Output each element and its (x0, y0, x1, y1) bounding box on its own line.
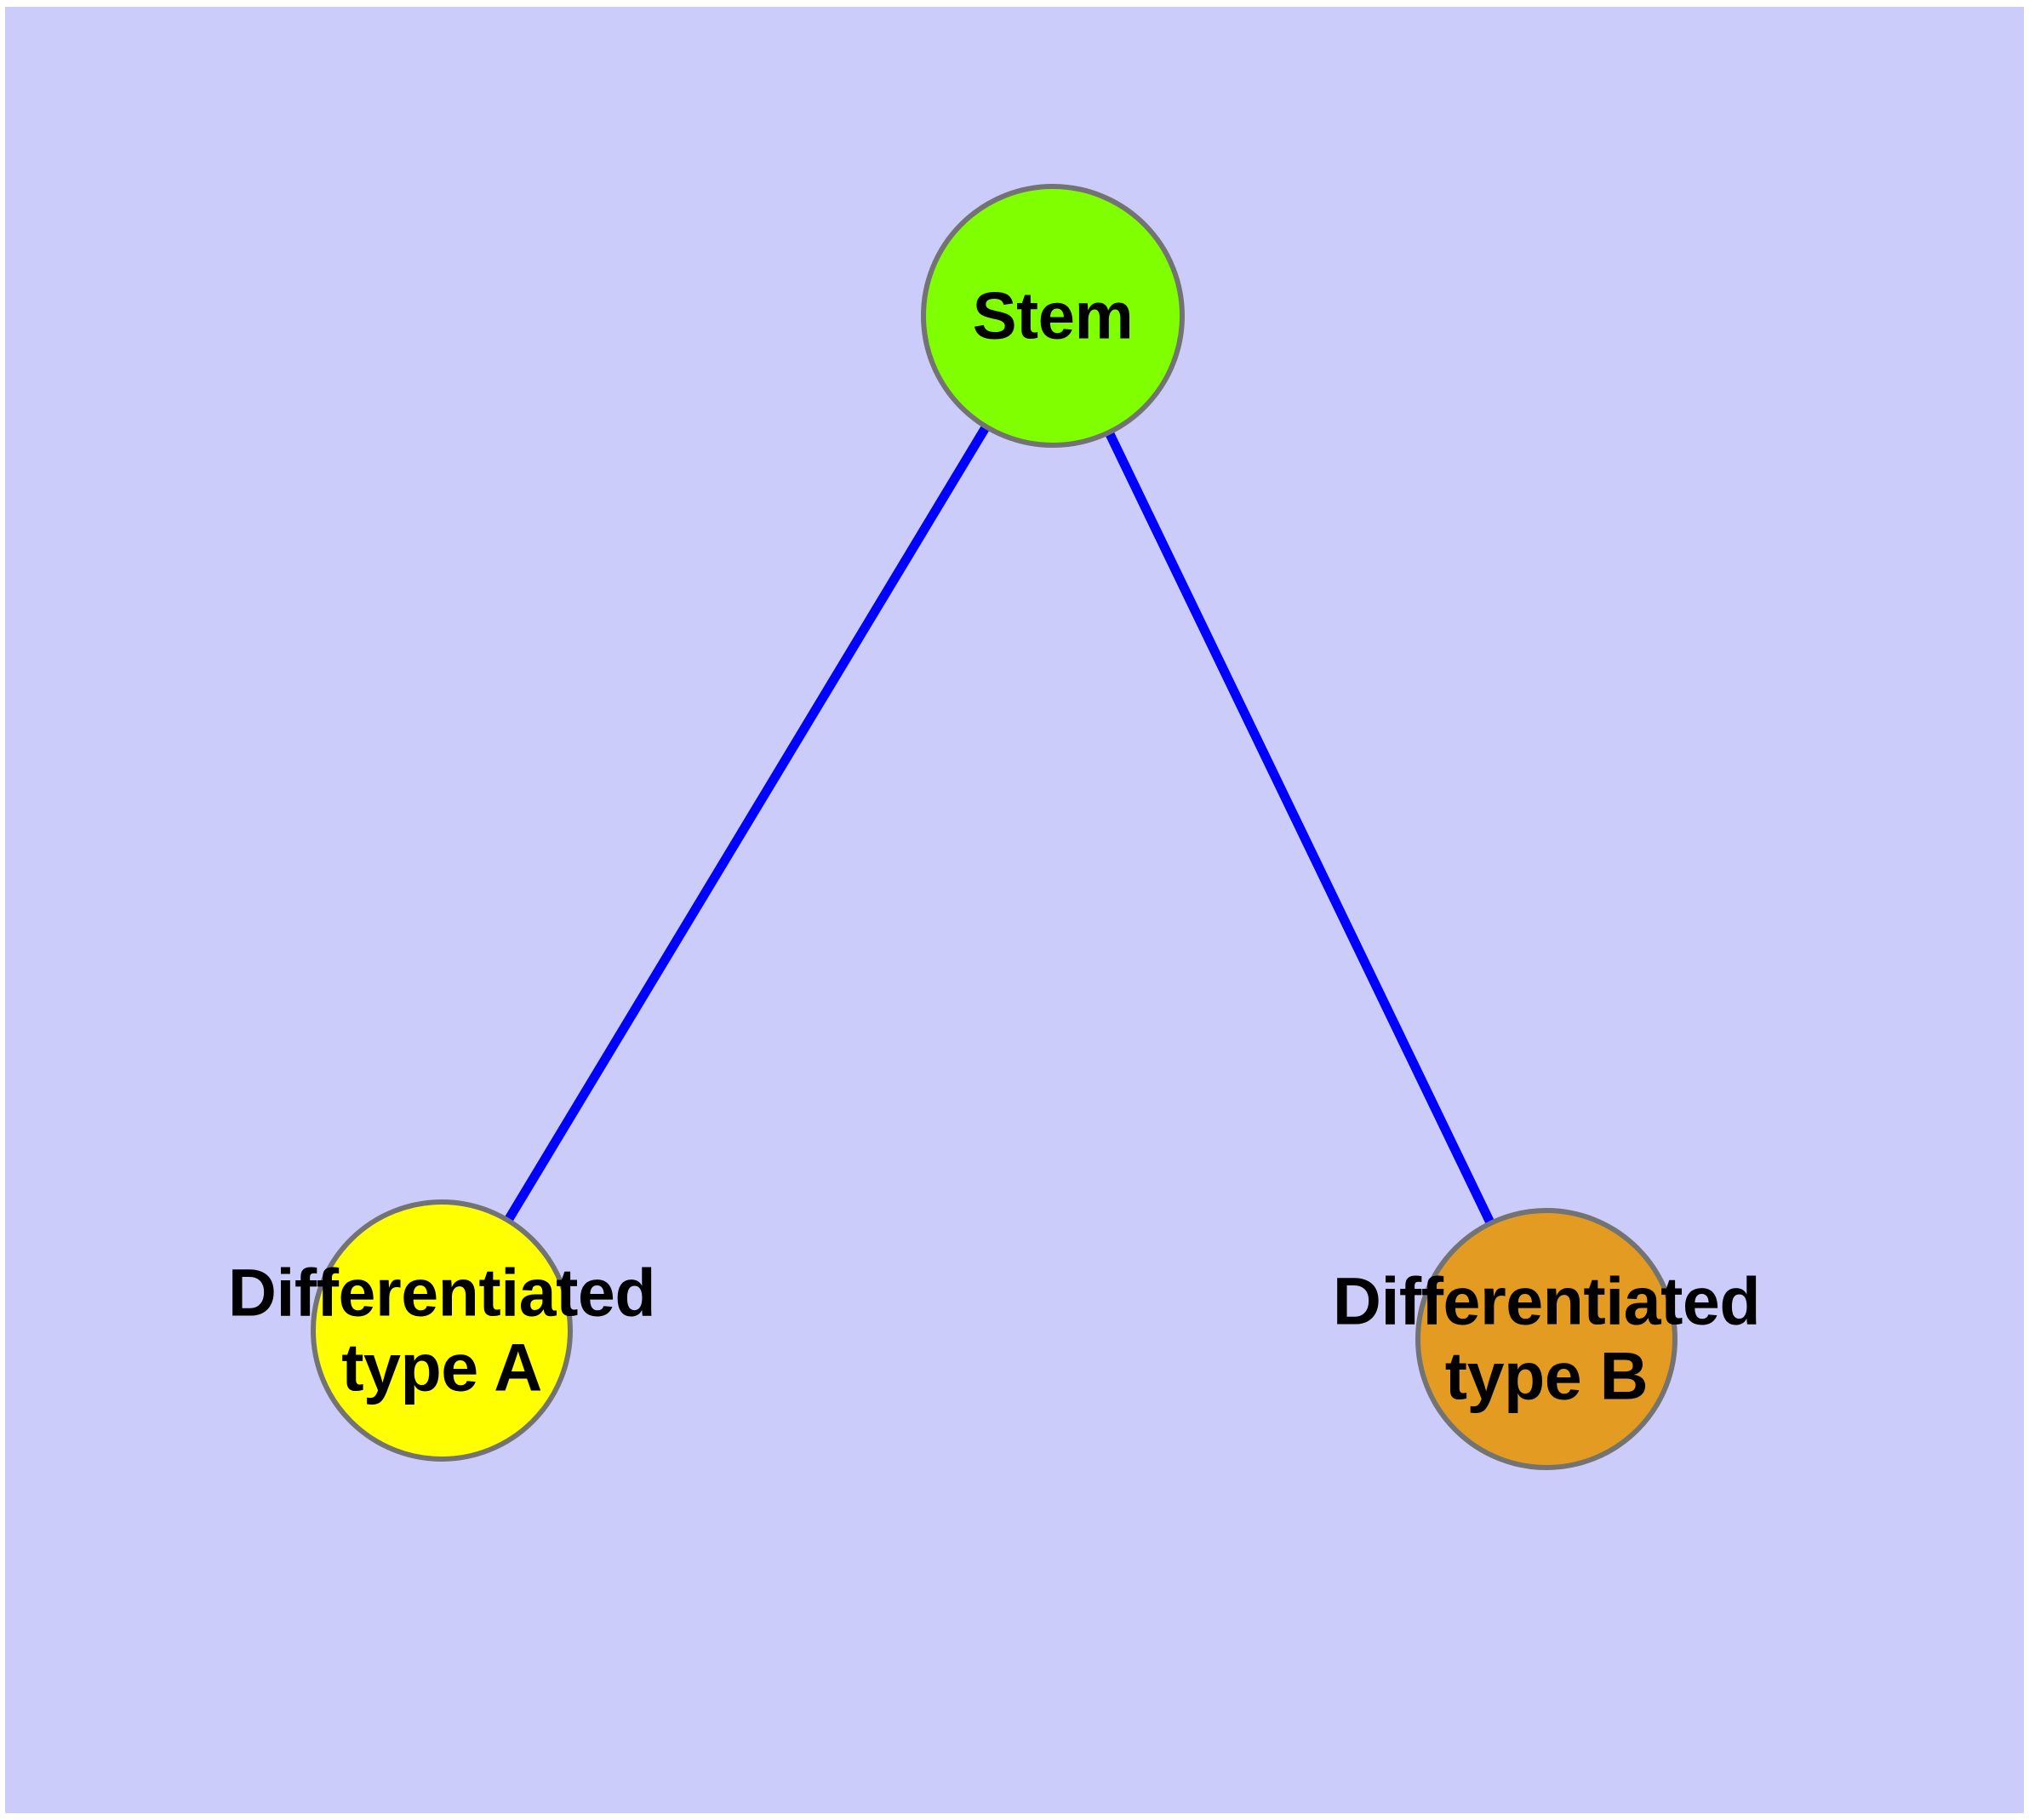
node-circle-diff_b[interactable] (1415, 1208, 1677, 1470)
node-circle-stem[interactable] (921, 184, 1185, 448)
edge-stem-diff-a[interactable] (502, 421, 992, 1226)
node-circle-diff_a[interactable] (311, 1199, 573, 1462)
edges-group (502, 421, 1497, 1228)
edge-stem-diff-b[interactable] (1103, 426, 1497, 1228)
nodes-group (311, 184, 1677, 1470)
